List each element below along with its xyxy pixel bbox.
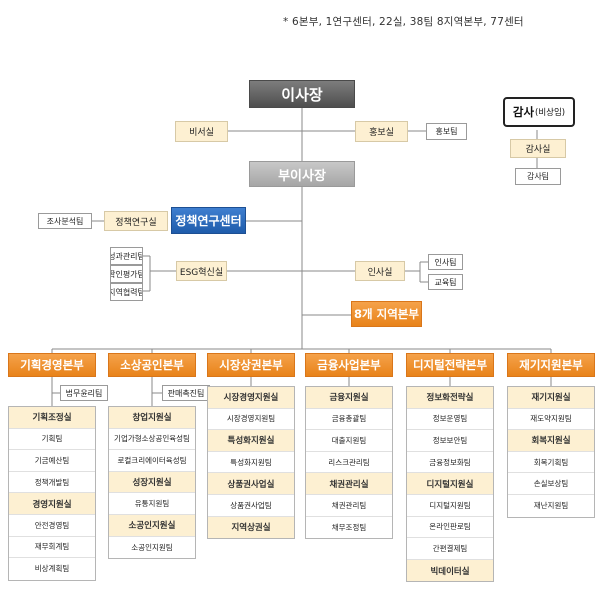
team-unit[interactable]: 회복기획팀 xyxy=(508,452,594,474)
team-unit[interactable]: 디지털지원팀 xyxy=(407,495,493,517)
team-unit[interactable]: 재난지원팀 xyxy=(533,501,569,511)
policy-office-box[interactable]: 정책연구실 xyxy=(104,211,168,231)
office-unit[interactable]: 기획조정실 xyxy=(9,407,95,429)
org-summary-note: * 6본부, 1연구센터, 22실, 38팀 8지역본부, 77센터 xyxy=(283,16,524,28)
auditor-subtitle: (비상임) xyxy=(535,108,566,118)
esg-office-box[interactable]: ESG혁신실 xyxy=(176,261,227,281)
office-unit[interactable]: 시장경영지원실 xyxy=(208,387,294,409)
office-unit[interactable]: 정보화전략실 xyxy=(407,387,493,409)
team-unit[interactable]: 시장경영지원팀 xyxy=(208,409,294,431)
office-unit[interactable]: 특성화지원실 xyxy=(208,430,294,452)
team-unit[interactable]: 채권관리팀 xyxy=(306,495,392,517)
ceo-box[interactable]: 이사장 xyxy=(249,80,355,108)
office-unit[interactable]: 채권관리실 xyxy=(306,473,392,495)
office-unit[interactable]: 재기지원실 xyxy=(508,387,594,409)
office-unit[interactable]: 상품권사업실 xyxy=(208,473,294,495)
team-unit[interactable]: 기업가형소상공인육성팀 xyxy=(109,429,195,451)
audit-office-box[interactable]: 감사실 xyxy=(510,139,566,158)
esg-team-regional[interactable]: 지역협력팀 xyxy=(110,283,143,301)
office-unit[interactable]: 디지털지원실 xyxy=(407,473,493,495)
sales-promotion-team-box[interactable]: 판매촉진팀 xyxy=(162,385,210,401)
team-unit[interactable]: 소공인지원팀 xyxy=(131,542,173,552)
team-unit[interactable]: 대출지원팀 xyxy=(306,430,392,452)
office-unit[interactable]: 회복지원실 xyxy=(508,430,594,452)
research-team-box[interactable]: 조사분석팀 xyxy=(38,213,92,229)
team-unit[interactable]: 유통지원팀 xyxy=(109,493,195,515)
office-unit[interactable]: 소공인지원실 xyxy=(109,514,195,537)
pr-team-box[interactable]: 홍보팀 xyxy=(426,123,467,140)
team-unit[interactable]: 온라인판로팀 xyxy=(407,517,493,539)
division-finance[interactable]: 금융사업본부 xyxy=(305,353,393,377)
auditor-title: 감사 xyxy=(512,105,535,119)
pr-office-box[interactable]: 홍보실 xyxy=(355,121,408,142)
team-unit[interactable]: 로컬크리에이터육성팀 xyxy=(109,450,195,472)
team-unit[interactable]: 금융정보화팀 xyxy=(407,452,493,474)
team-unit[interactable]: 간편결제팀 xyxy=(407,538,493,560)
policy-center-box[interactable]: 정책연구센터 xyxy=(171,207,246,234)
audit-team-box[interactable]: 감사팀 xyxy=(515,168,561,185)
team-unit[interactable]: 재무회계팀 xyxy=(9,537,95,559)
team-unit[interactable]: 재도약지원팀 xyxy=(508,409,594,431)
team-unit[interactable]: 정책개발팀 xyxy=(9,472,95,494)
team-unit[interactable]: 비상계획팀 xyxy=(34,564,70,574)
office-unit[interactable]: 지역상권실 xyxy=(208,516,294,539)
office-unit[interactable]: 경영지원실 xyxy=(9,493,95,515)
team-unit[interactable]: 손실보상팀 xyxy=(508,473,594,495)
team-unit[interactable]: 정보보안팀 xyxy=(407,430,493,452)
office-unit[interactable]: 성장지원실 xyxy=(109,471,195,494)
division-small-business[interactable]: 소상공인본부 xyxy=(108,353,196,377)
team-unit[interactable]: 안전경영팀 xyxy=(9,515,95,537)
hr-team-personnel[interactable]: 인사팀 xyxy=(428,254,463,270)
team-unit[interactable]: 상품권사업팀 xyxy=(208,495,294,517)
office-unit[interactable]: 창업지원실 xyxy=(109,407,195,429)
division-digital[interactable]: 디지털전략본부 xyxy=(406,353,494,377)
division-planning[interactable]: 기획경영본부 xyxy=(8,353,96,377)
secretary-office-box[interactable]: 비서실 xyxy=(175,121,228,142)
team-unit[interactable]: 리스크관리팀 xyxy=(306,452,392,474)
office-unit[interactable]: 빅데이터실 xyxy=(407,559,493,582)
office-unit[interactable]: 금융지원실 xyxy=(306,387,392,409)
esg-team-performance[interactable]: 성과관리팀 xyxy=(110,247,143,265)
hr-team-education[interactable]: 교육팀 xyxy=(428,274,463,290)
team-unit[interactable]: 기획팀 xyxy=(9,429,95,451)
team-unit[interactable]: 특성화지원팀 xyxy=(208,452,294,474)
team-unit[interactable]: 정보운영팀 xyxy=(407,409,493,431)
auditor-box[interactable]: 감사(비상임) xyxy=(503,97,575,127)
team-unit[interactable]: 금융총괄팀 xyxy=(306,409,392,431)
vice-ceo-box[interactable]: 부이사장 xyxy=(249,161,355,187)
esg-team-evaluation[interactable]: 확인평가팀 xyxy=(110,265,143,283)
team-unit[interactable]: 기금예산팀 xyxy=(9,450,95,472)
team-unit[interactable]: 채무조정팀 xyxy=(331,522,367,532)
regional-hq-box[interactable]: 8개 지역본부 xyxy=(351,301,422,327)
division-recovery[interactable]: 재기지원본부 xyxy=(507,353,595,377)
hr-office-box[interactable]: 인사실 xyxy=(355,261,405,281)
legal-ethics-team-box[interactable]: 법무윤리팀 xyxy=(60,385,108,401)
division-market[interactable]: 시장상권본부 xyxy=(207,353,295,377)
